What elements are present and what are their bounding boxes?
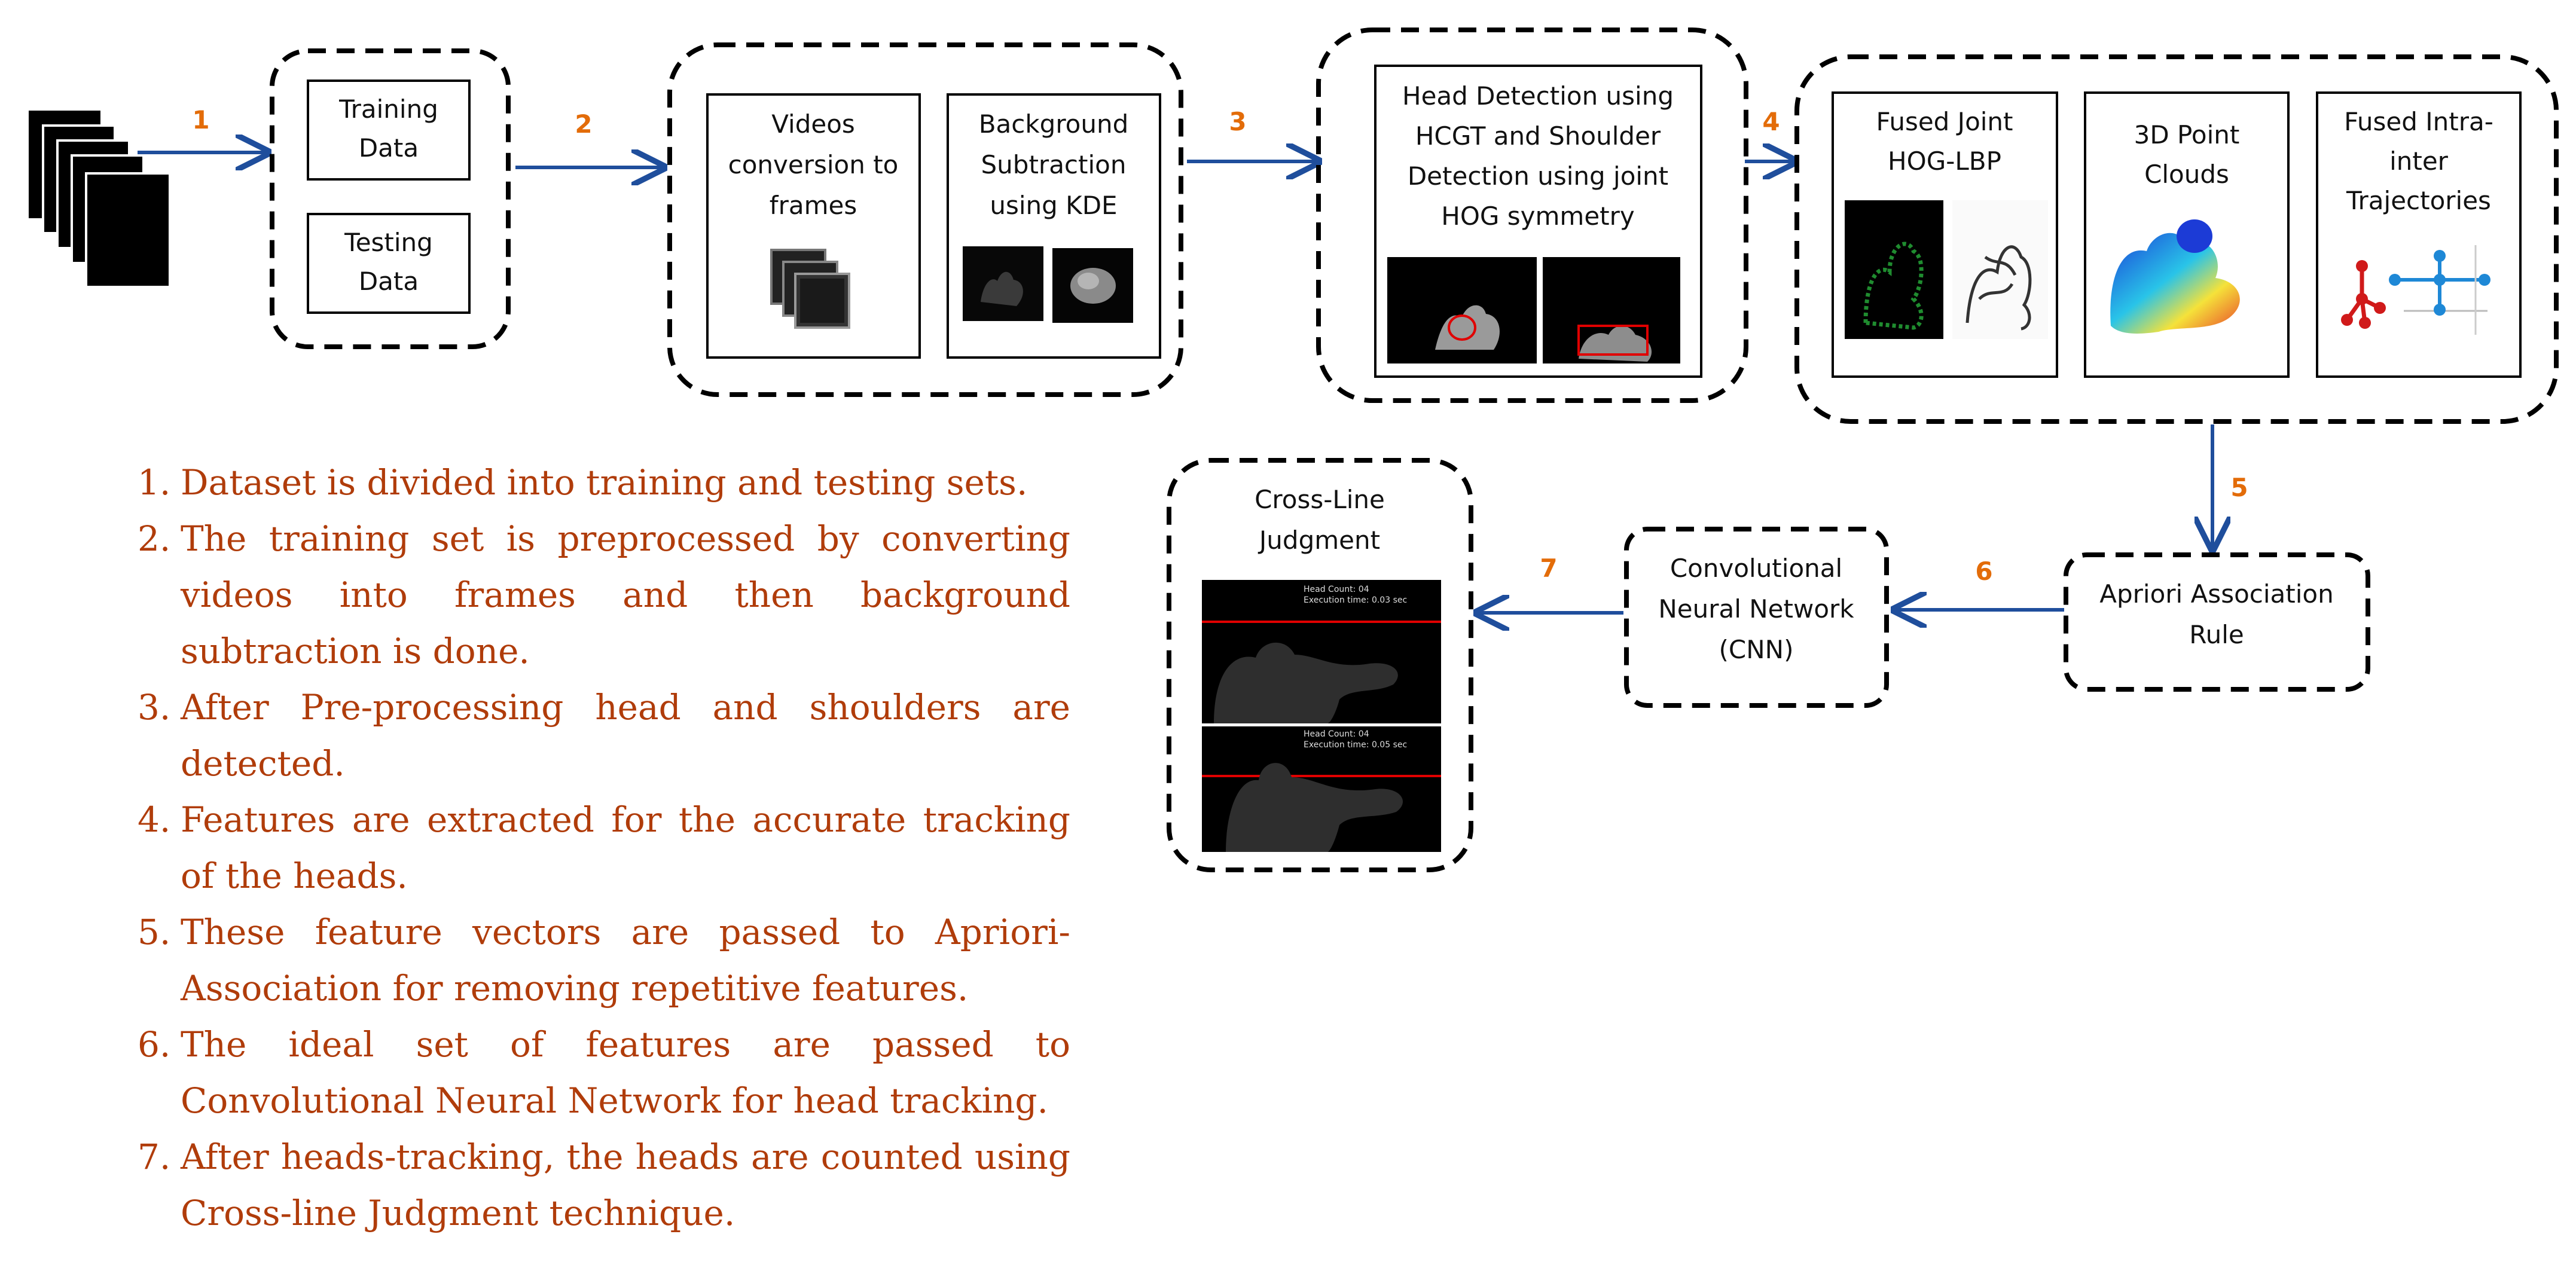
svg-text:conversion to: conversion to <box>728 150 899 179</box>
arrow-1-label: 1 <box>192 105 209 135</box>
svg-text:Head Count: 04: Head Count: 04 <box>1304 729 1369 739</box>
svg-text:Cross-Line: Cross-Line <box>1255 485 1385 514</box>
svg-text:Subtraction: Subtraction <box>981 150 1127 179</box>
arrow-1: 1 <box>138 105 268 152</box>
svg-text:HCGT and Shoulder: HCGT and Shoulder <box>1415 121 1661 151</box>
training-label-1: Training <box>338 94 438 124</box>
svg-text:HOG-LBP: HOG-LBP <box>1888 146 2001 176</box>
testing-data-box <box>307 213 471 314</box>
crossline-frame-1: Head Count: 04 Execution time: 0.03 sec <box>1202 580 1441 723</box>
data-split-group: Training Data Testing Data <box>270 48 511 349</box>
svg-text:(CNN): (CNN) <box>1719 635 1794 664</box>
arrow-7: 7 <box>1477 554 1623 613</box>
svg-text:Clouds: Clouds <box>2144 160 2229 189</box>
svg-text:3D Point: 3D Point <box>2134 120 2240 149</box>
step-number: 6. <box>138 1024 171 1065</box>
step-item: 4.Features are extracted for the accurat… <box>138 792 1070 904</box>
arrow-2-label: 2 <box>575 109 592 139</box>
arrow-3-label: 3 <box>1229 107 1246 136</box>
step-number: 7. <box>138 1137 171 1177</box>
detection-thumbnails <box>1387 257 1680 363</box>
features-group: Fused Joint HOG-LBP 3D Point Clouds Fuse… <box>1794 54 2559 424</box>
steps-list: 1.Dataset is divided into training and t… <box>138 454 1070 1241</box>
step-number: 5. <box>138 912 171 952</box>
step-item: 2.The training set is preprocessed by co… <box>138 511 1070 679</box>
svg-text:Neural Network: Neural Network <box>1658 594 1854 624</box>
cnn-box: Convolutional Neural Network (CNN) <box>1624 527 1889 708</box>
svg-text:frames: frames <box>770 191 857 220</box>
arrow-2: 2 <box>515 109 664 167</box>
arrow-5-label: 5 <box>2230 473 2248 502</box>
svg-text:Head Count: 04: Head Count: 04 <box>1304 585 1369 594</box>
svg-text:Judgment: Judgment <box>1258 526 1380 555</box>
step-item: 5.These feature vectors are passed to Ap… <box>138 904 1070 1016</box>
step-text: After heads-tracking, the heads are coun… <box>181 1137 1070 1233</box>
trajectory-icon <box>2341 245 2490 335</box>
svg-text:Apriori Association: Apriori Association <box>2099 579 2333 609</box>
step-text: After Pre-processing head and shoulders … <box>181 687 1070 784</box>
crossline-frame-2: Head Count: 04 Execution time: 0.05 sec <box>1202 726 1441 852</box>
arrow-5: 5 <box>2212 424 2248 549</box>
step-text: The ideal set of features are passed to … <box>181 1024 1070 1121</box>
testing-label-2: Data <box>359 267 419 296</box>
svg-text:Background: Background <box>979 109 1129 139</box>
preprocess-group: Videos conversion to frames Background S… <box>667 42 1183 397</box>
svg-text:Trajectories: Trajectories <box>2346 186 2491 215</box>
step-number: 2. <box>138 518 171 559</box>
apriori-box: Apriori Association Rule <box>2064 552 2370 692</box>
frames-stack-icon <box>770 249 850 329</box>
step-text: Dataset is divided into training and tes… <box>181 462 1028 503</box>
svg-text:Fused Intra-: Fused Intra- <box>2344 107 2493 136</box>
svg-text:Fused Joint: Fused Joint <box>1876 107 2013 136</box>
svg-text:Convolutional: Convolutional <box>1670 554 1842 583</box>
hog-lbp-thumbnails <box>1845 200 2048 339</box>
svg-text:Execution time: 0.05 sec: Execution time: 0.05 sec <box>1304 740 1407 750</box>
svg-text:Videos: Videos <box>771 109 855 139</box>
training-data-box <box>307 80 471 181</box>
step-item: 1.Dataset is divided into training and t… <box>138 454 1070 511</box>
detection-group: Head Detection using HCGT and Shoulder D… <box>1316 28 1748 403</box>
svg-text:Detection using joint: Detection using joint <box>1408 161 1668 191</box>
step-number: 4. <box>138 799 171 840</box>
step-number: 3. <box>138 687 171 728</box>
arrow-6: 6 <box>1894 557 2064 610</box>
arrow-7-label: 7 <box>1540 554 1557 583</box>
svg-text:Rule: Rule <box>2189 620 2244 649</box>
arrow-3: 3 <box>1187 107 1318 161</box>
svg-text:inter: inter <box>2389 146 2449 176</box>
step-item: 6.The ideal set of features are passed t… <box>138 1016 1070 1129</box>
step-text: The training set is preprocessed by conv… <box>181 518 1070 671</box>
crossline-group: Cross-Line Judgment Head Count: 04 Execu… <box>1167 458 1473 872</box>
video-stack-icon <box>29 111 171 288</box>
testing-label-1: Testing <box>344 228 433 257</box>
svg-text:Execution time: 0.03 sec: Execution time: 0.03 sec <box>1304 595 1407 605</box>
svg-text:HOG symmetry: HOG symmetry <box>1441 201 1635 231</box>
arrow-4: 4 <box>1745 107 1795 161</box>
arrow-4-label: 4 <box>1762 107 1780 136</box>
step-number: 1. <box>138 462 171 503</box>
svg-text:Head Detection using: Head Detection using <box>1402 81 1674 111</box>
trajectories-box <box>2316 91 2522 378</box>
step-text: These feature vectors are passed to Apri… <box>181 912 1070 1009</box>
arrow-6-label: 6 <box>1975 557 1992 586</box>
point-cloud-icon <box>2110 219 2240 334</box>
step-item: 7.After heads-tracking, the heads are co… <box>138 1129 1070 1241</box>
background-subtraction-thumbnails <box>963 246 1133 323</box>
svg-text:using KDE: using KDE <box>990 191 1117 220</box>
training-label-2: Data <box>359 133 419 163</box>
step-item: 3.After Pre-processing head and shoulder… <box>138 679 1070 792</box>
step-text: Features are extracted for the accurate … <box>181 799 1070 896</box>
